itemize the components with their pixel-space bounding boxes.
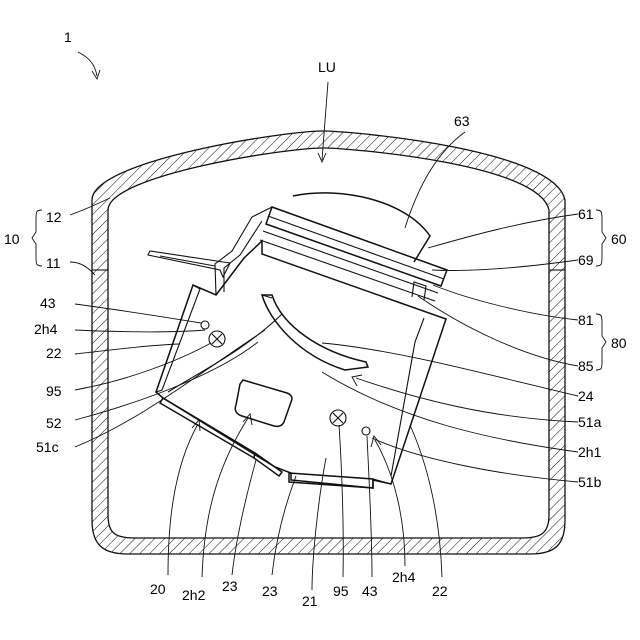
label-61: 61 (578, 206, 594, 222)
bracket-60 (596, 210, 606, 266)
left-plate-51c (156, 285, 200, 392)
label-51a: 51a (578, 414, 602, 430)
label-81: 81 (578, 312, 594, 328)
reflector-dome-63 (293, 193, 430, 262)
boss-43-left (201, 321, 209, 329)
label-23a: 23 (222, 578, 238, 594)
curved-wall-52 (168, 314, 282, 392)
unit-body-20 (156, 241, 446, 488)
bracket-10 (32, 210, 42, 266)
leader-51a (356, 378, 578, 422)
label-63: 63 (454, 113, 470, 129)
label-80: 80 (611, 335, 627, 351)
label-22-left: 22 (46, 345, 62, 361)
label-60: 60 (611, 231, 627, 247)
leader-21 (312, 458, 326, 590)
label-21: 21 (302, 593, 318, 609)
label-24: 24 (578, 388, 594, 404)
label-43-bottom: 43 (362, 583, 378, 599)
leader-2h1 (322, 372, 578, 452)
label-1: 1 (64, 29, 72, 45)
housing-cover (92, 131, 565, 554)
leader-51b (372, 438, 578, 482)
label-69: 69 (578, 252, 594, 268)
label-23b: 23 (262, 583, 278, 599)
label-95-left: 95 (46, 383, 62, 399)
leader-23b (272, 476, 296, 575)
lamp-plate-inner-2 (263, 231, 438, 293)
label-85: 85 (578, 358, 594, 374)
leader-11 (70, 262, 95, 275)
bracket-arm (148, 251, 230, 277)
bottom-plate-23a (160, 398, 255, 458)
leader-24 (322, 343, 578, 396)
deflector-24 (262, 295, 368, 370)
label-22-right: 22 (432, 583, 448, 599)
label-95-bottom: 95 (333, 583, 349, 599)
leader-51a-arrow (352, 375, 362, 386)
label-51c: 51c (36, 439, 59, 455)
label-2h4-bottom: 2h4 (392, 569, 416, 585)
right-wall-85 (412, 282, 426, 300)
screw-95-bottom-cross (333, 413, 343, 423)
label-20: 20 (150, 581, 166, 597)
leader-43-bottom (367, 436, 372, 577)
label-2h2: 2h2 (182, 587, 206, 603)
leader-23a (232, 460, 256, 575)
lamp-plate-inner-1 (268, 216, 444, 279)
hole-2h2 (235, 380, 292, 426)
leader-1 (78, 52, 97, 76)
boss-43-bottom (362, 427, 370, 435)
bracket-arm-line (160, 256, 215, 266)
label-52: 52 (46, 415, 62, 431)
label-10: 10 (4, 231, 20, 247)
leader-22-left (75, 344, 180, 354)
lamp-plate-inner-3 (260, 240, 435, 301)
bottom-plate-foot (373, 479, 391, 484)
label-2h4-top: 2h4 (34, 321, 58, 337)
bracket-80 (596, 314, 606, 370)
label-51b: 51b (578, 474, 602, 490)
screw-95-left-cross (212, 334, 222, 344)
label-2h1: 2h1 (578, 444, 602, 460)
label-lu: LU (318, 59, 336, 75)
label-12: 12 (46, 209, 62, 225)
label-43-top: 43 (40, 295, 56, 311)
label-11: 11 (46, 255, 61, 271)
